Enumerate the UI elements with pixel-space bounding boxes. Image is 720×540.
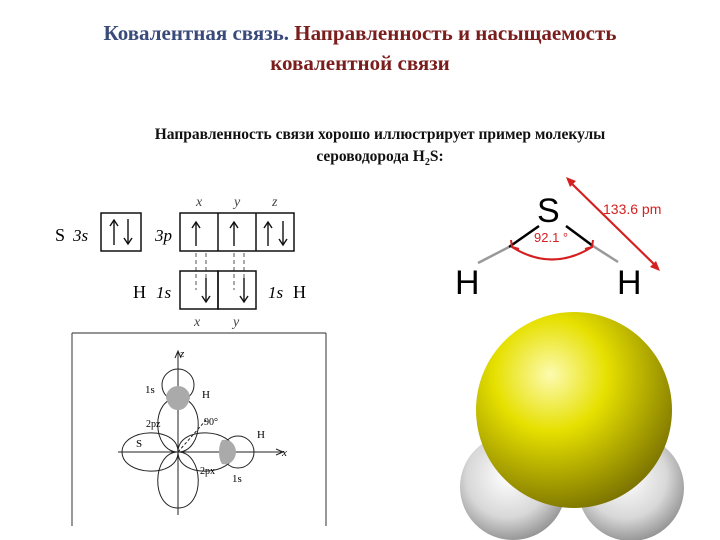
space-filling-model: [460, 312, 684, 540]
hydrogen-right-symbol: H: [617, 264, 642, 302]
s-atom-label: S: [55, 225, 65, 245]
title-part3: ковалентной связи: [270, 51, 450, 75]
overlap-h-right: H: [257, 429, 265, 441]
overlap-1s-top: 1s: [145, 384, 155, 396]
overlap-top: [166, 386, 190, 410]
overlap-h-top: H: [202, 389, 210, 401]
p-3p-box: [179, 212, 295, 252]
axis-z-top: z: [271, 195, 278, 210]
h-right-1s-label: 1s: [268, 283, 284, 302]
s-3s-electron-pair: [109, 218, 133, 246]
bond-left: [477, 224, 540, 265]
h-left-1s-label: 1s: [156, 283, 172, 302]
bond-right: [565, 224, 619, 264]
p-electrons: [191, 220, 288, 247]
overlap-angle-label: 90°: [204, 417, 218, 428]
angle-label: 92.1 °: [534, 230, 568, 245]
overlap-x-axis: x: [281, 447, 287, 459]
intro-line1: Направленность связи хорошо иллюстрирует…: [154, 126, 606, 143]
h-left-label: H: [133, 282, 146, 302]
molecule-geometry: S H H 92.1 ° 133.6 pm: [455, 177, 661, 302]
overlap-px-label: 2px: [200, 466, 215, 477]
overlap-z-axis: z: [179, 348, 185, 360]
title-part1: Ковалентная связь.: [103, 21, 289, 45]
overlap-right: [219, 439, 236, 465]
sulfur-symbol: S: [537, 192, 560, 230]
axis-y-bottom: y: [231, 315, 240, 330]
h-right-box: [217, 270, 257, 310]
axis-x-top: x: [195, 195, 203, 210]
s-3s-label: 3s: [72, 226, 89, 245]
intro-line2: сероводорода H2S:: [316, 148, 444, 169]
axis-y-top: y: [232, 195, 241, 210]
angle-arc: [511, 246, 593, 261]
bond-length-label: 133.6 pm: [603, 201, 661, 217]
h-left-box: [179, 270, 219, 310]
intro-text: Направленность связи хорошо иллюстрирует…: [70, 124, 690, 174]
hydrogen-left-symbol: H: [455, 264, 480, 302]
orbital-diagram: S 3s 3p x y z H 1s: [55, 195, 306, 330]
p-3p-label: 3p: [154, 226, 172, 245]
overlap-pz-label: 2pz: [146, 419, 161, 430]
h-electrons: [201, 278, 249, 304]
overlap-1s-right: 1s: [232, 473, 242, 485]
sulfur-sphere: [476, 312, 672, 508]
h-right-label: H: [293, 282, 306, 302]
orbital-overlap-figure: z x 1s H 2pz 90° S H 2px 1s: [71, 332, 327, 526]
axis-x-bottom: x: [193, 315, 201, 330]
s-3s-box: [100, 212, 142, 252]
title-part2: Направленность и насыщаемость: [294, 21, 617, 45]
overlap-s-label: S: [136, 438, 142, 450]
slide-title: Ковалентная связь. Направленность и насы…: [0, 18, 720, 78]
bond-length-arrow: [567, 179, 659, 269]
